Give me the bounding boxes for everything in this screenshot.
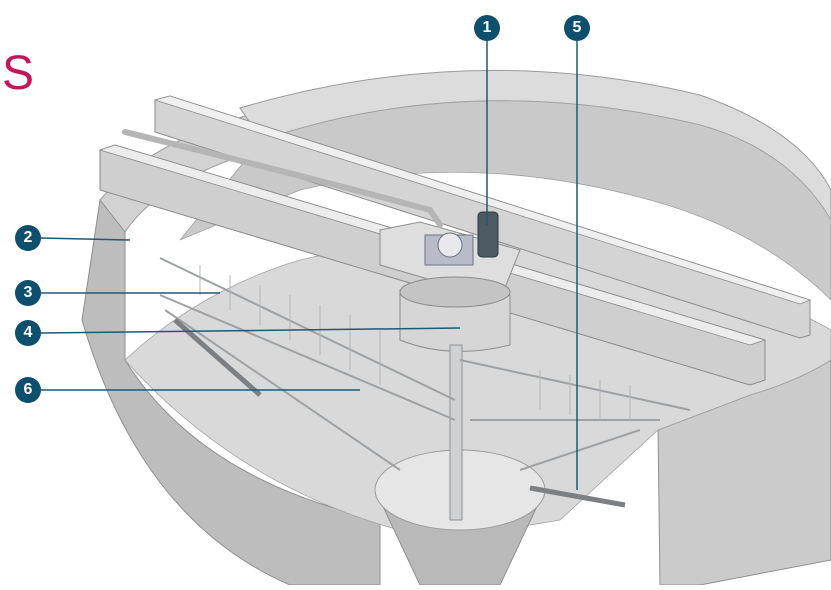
callout-number: 5 [572,19,582,36]
feed-pipe [122,129,443,228]
callout-number: 1 [482,19,492,36]
feed-well-top-rim [399,276,511,308]
callout-marker-5: 5 [564,15,590,41]
callout-number: 4 [23,324,33,341]
page-heading-fragment: S [2,47,36,100]
callout-marker-1: 1 [474,15,500,41]
leader-lines [40,41,578,490]
callout-marker-2: 2 [15,225,41,251]
scraper-blade-left [173,318,262,397]
callout-number: 6 [23,381,33,398]
drive-ring [437,232,463,258]
scraper-truss-right [459,359,691,471]
scraper-blade-right [529,485,626,508]
callout-number: 2 [23,229,33,246]
leader-line-4 [40,327,461,334]
center-shaft [449,344,463,521]
callout-marker-6: 6 [15,377,41,403]
drive-motor [477,211,499,258]
callout-marker-4: 4 [15,320,41,346]
callout-number: 3 [23,284,33,301]
leader-line-2 [40,237,131,241]
bridge-beam-back-top [153,95,812,305]
callout-marker-3: 3 [15,280,41,306]
